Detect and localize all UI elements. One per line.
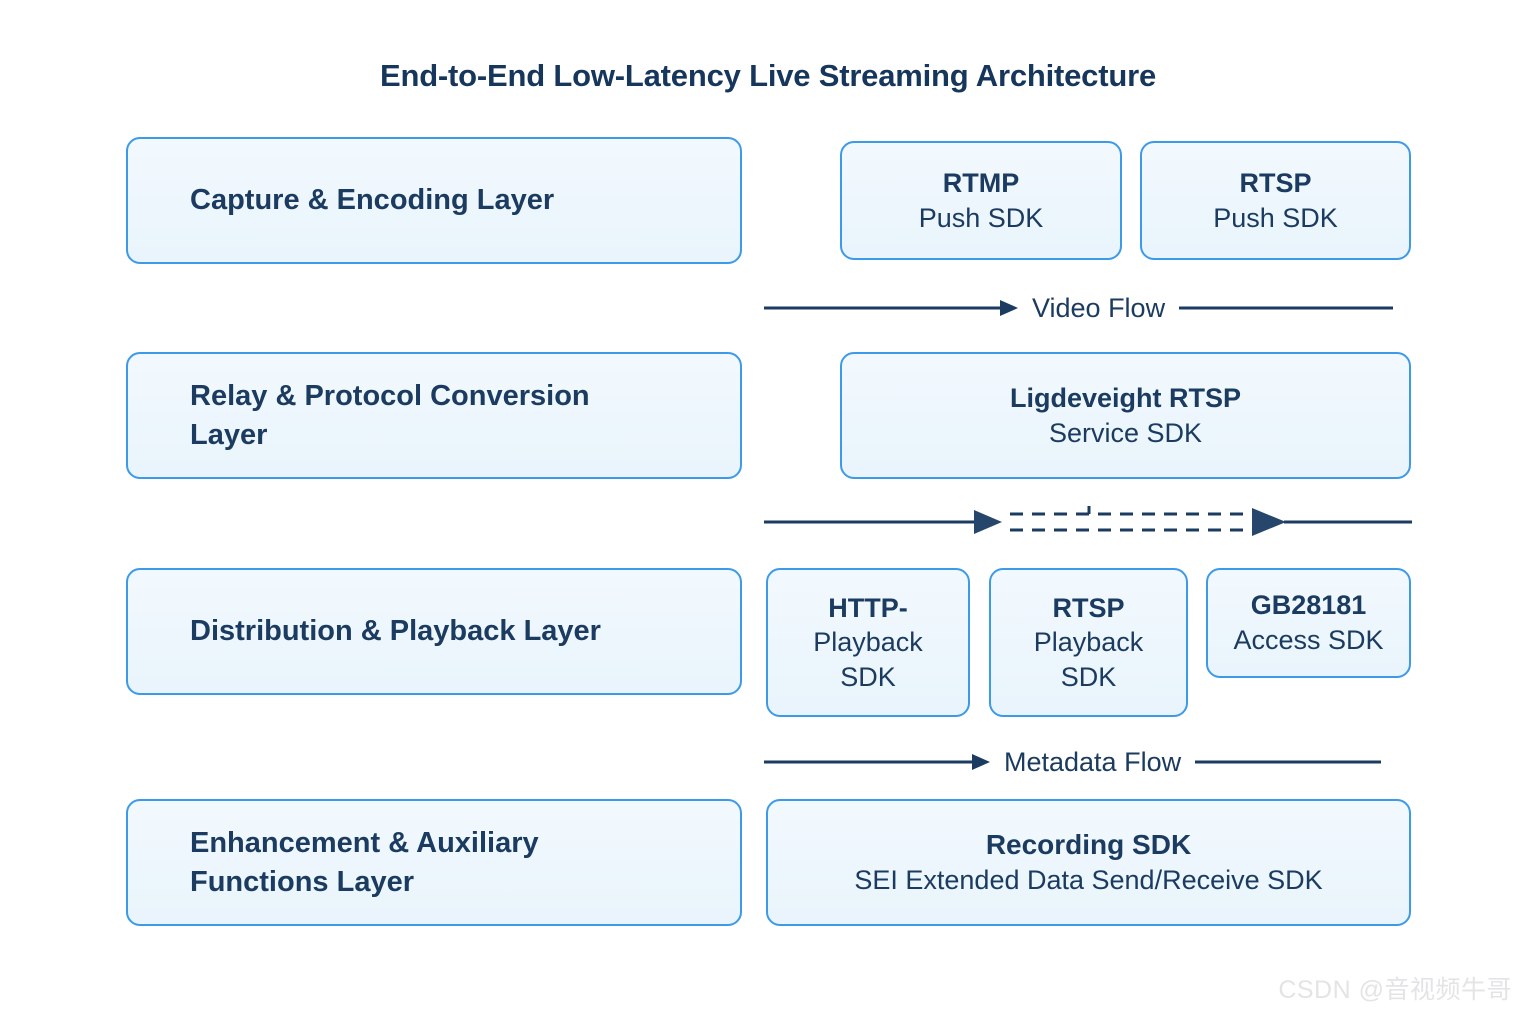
layer-box-relay-protocol-conversion: Relay & Protocol Conversion Layer bbox=[126, 352, 742, 479]
sdk-subtitle: Push SDK bbox=[1213, 202, 1338, 233]
sdk-box-rtsp-push: RTSP Push SDK bbox=[1140, 141, 1411, 260]
layer-box-enhancement-auxiliary: Enhancement & Auxiliary Functions Layer bbox=[126, 799, 742, 926]
flow-line-segment bbox=[1179, 306, 1394, 310]
layer-label-line1: Capture & Encoding Layer bbox=[190, 184, 555, 217]
flow-connector-metadata: Metadata Flow bbox=[762, 740, 1412, 784]
sdk-box-lightweight-rtsp-service: Ligdeveight RTSP Service SDK bbox=[840, 352, 1411, 479]
layer-label-line2: Layer bbox=[190, 418, 268, 451]
sdk-title: RTMP bbox=[942, 167, 1020, 198]
watermark: CSDN @音视频牛哥 bbox=[1278, 976, 1512, 1004]
sdk-box-gb28181-access: GB28181 Access SDK bbox=[1206, 568, 1411, 678]
page-title: End-to-End Low-Latency Live Streaming Ar… bbox=[379, 58, 1156, 93]
layer-label-line1: Enhancement & Auxiliary bbox=[190, 826, 539, 859]
sdk-subtitle: Access SDK bbox=[1233, 625, 1384, 655]
sdk-title: HTTP- bbox=[828, 592, 908, 623]
sdk-title: RTSP bbox=[1052, 592, 1125, 623]
sdk-title: RTSP bbox=[1239, 167, 1312, 198]
sdk-subtitle: Push SDK bbox=[918, 202, 1044, 233]
flow-line-segment bbox=[1195, 760, 1382, 764]
layer-label-line1: Relay & Protocol Conversion bbox=[190, 379, 590, 412]
arrow-right-icon bbox=[764, 300, 1018, 316]
layer-box-distribution-playback: Distribution & Playback Layer bbox=[126, 568, 742, 695]
sdk-title: Recording SDK bbox=[985, 829, 1192, 861]
layer-box-capture-encoding: Capture & Encoding Layer bbox=[126, 137, 742, 264]
flow-connector-dashed bbox=[762, 500, 1412, 544]
dashed-flow-icon bbox=[764, 506, 1412, 536]
layer-label-line2: Functions Layer bbox=[190, 865, 414, 898]
sdk-title: Ligdeveight RTSP bbox=[1009, 382, 1242, 413]
flow-label-video: Video Flow bbox=[1032, 292, 1166, 323]
flow-label-metadata: Metadata Flow bbox=[1004, 746, 1182, 777]
sdk-box-recording: Recording SDK SEI Extended Data Send/Rec… bbox=[766, 799, 1411, 926]
arrow-right-icon bbox=[764, 754, 990, 770]
sdk-subtitle: Service SDK bbox=[1048, 417, 1203, 448]
sdk-box-rtmp-push: RTMP Push SDK bbox=[840, 141, 1122, 260]
flow-connector-video: Video Flow bbox=[762, 286, 1412, 330]
sdk-subtitle: SEI Extended Data Send/Receive SDK bbox=[854, 865, 1323, 896]
sdk-title: GB28181 bbox=[1250, 590, 1367, 621]
layer-label-line1: Distribution & Playback Layer bbox=[190, 615, 601, 648]
